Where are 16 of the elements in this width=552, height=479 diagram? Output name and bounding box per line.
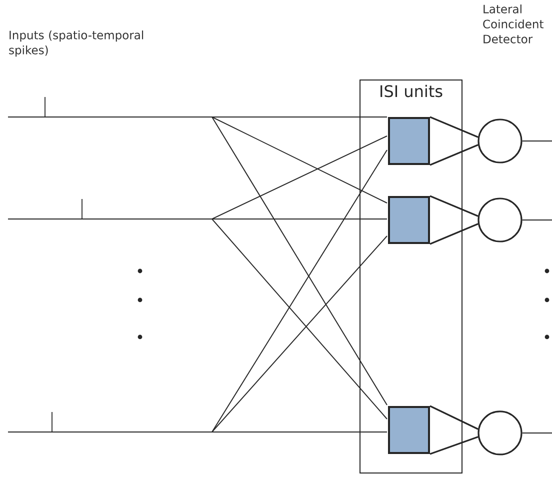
input-line	[8, 431, 388, 432]
unit-square	[388, 406, 430, 454]
output-line	[522, 140, 552, 142]
connector	[429, 405, 479, 455]
heading-label: Inputs (spatio-temporal spikes)	[9, 30, 144, 57]
detector-circle	[478, 410, 522, 456]
unit-square	[388, 117, 430, 165]
group-box: ISI units	[360, 80, 462, 474]
detector-circle	[478, 118, 522, 164]
connector	[429, 116, 479, 166]
input-line	[8, 116, 388, 406]
heading-label: Lateral Coincident Detector	[483, 4, 544, 44]
detector-circle	[478, 198, 522, 242]
connector	[429, 195, 479, 245]
unit-square	[388, 196, 430, 244]
output-line	[522, 432, 552, 434]
